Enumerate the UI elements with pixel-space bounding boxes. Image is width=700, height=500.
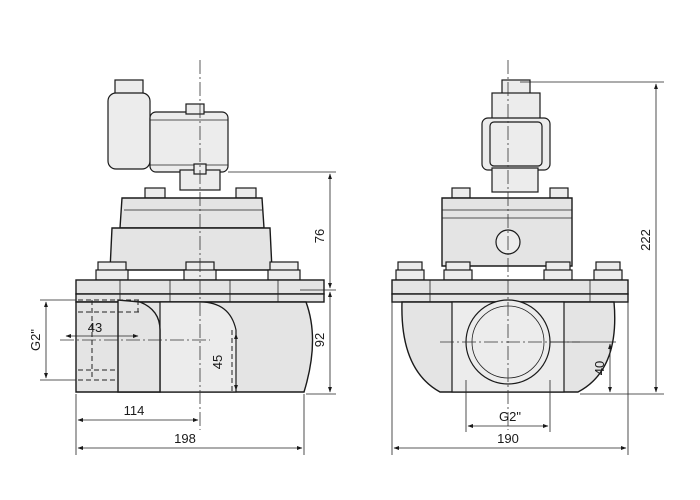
front-dim-total-length: 198: [174, 431, 196, 446]
front-cover-bolt-left: [144, 187, 166, 199]
front-dim-outlet-height: 45: [210, 355, 225, 369]
front-dim-outlet-offset: 114: [124, 403, 145, 418]
front-dim-upper-height: 76: [312, 229, 327, 243]
front-view: [60, 60, 325, 430]
front-dim-lower-height: 92: [312, 333, 327, 347]
side-dim-thread: G2": [499, 409, 521, 424]
side-flange-bolts: [395, 261, 623, 281]
front-solenoid-coil: [107, 79, 229, 173]
side-dim-total-width: 190: [497, 431, 519, 446]
side-flange-plate: [391, 279, 629, 295]
front-dim-thread: G2": [28, 329, 43, 351]
side-dim-port-center: 40: [592, 361, 607, 375]
side-view: [391, 60, 629, 430]
front-upper-cover: [109, 197, 273, 271]
side-solenoid-coil: [481, 79, 551, 193]
side-dimensions: 222 40 G2" 190: [391, 81, 664, 455]
front-dimensions: G2" 43 45 114 198 76 92: [28, 171, 336, 455]
front-dim-port-depth: 43: [88, 320, 102, 335]
front-cover-bolt-right: [235, 187, 257, 199]
front-valve-body: [75, 299, 314, 393]
side-upper-cover: [441, 197, 573, 267]
side-dim-total-height: 222: [638, 229, 653, 251]
